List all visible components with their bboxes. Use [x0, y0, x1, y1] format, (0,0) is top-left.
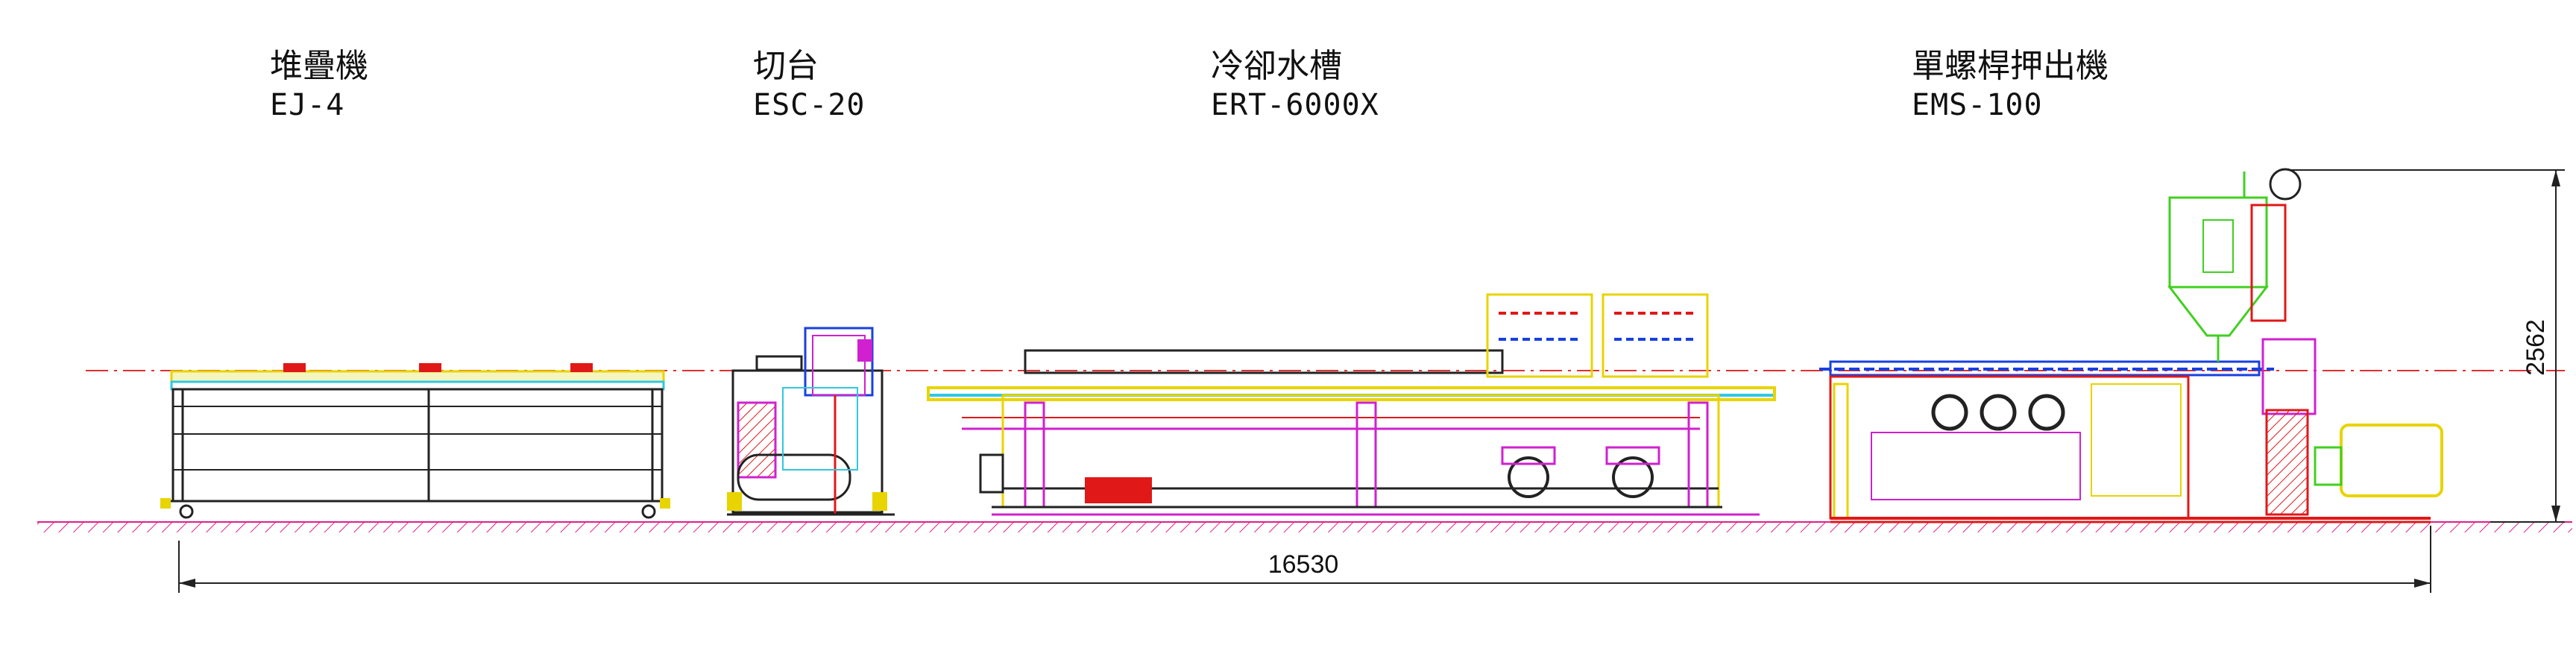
machine-model-cooling-tank: ERT-6000X	[1211, 88, 1379, 122]
machine-model-cutter: ESC-20	[753, 88, 866, 122]
machine-model-stacker: EJ-4	[270, 88, 345, 122]
machine-model-extruder: EMS-100	[1912, 88, 2043, 122]
cutter-machine	[727, 327, 895, 516]
length-dimension	[178, 526, 2431, 593]
extruder-machine	[1819, 168, 2443, 523]
machine-name-extruder: 單螺桿押出機	[1912, 47, 2109, 85]
total-length-label: 16530	[1268, 550, 1339, 579]
machine-name-cutter: 切台	[753, 47, 819, 85]
machine-name-stacker: 堆疊機	[270, 47, 368, 85]
ground-line	[37, 521, 2572, 532]
stacker-machine	[160, 363, 670, 519]
cooling-tank-machine	[927, 293, 1776, 516]
height-dimension	[2289, 169, 2565, 523]
machine-name-cooling-tank: 冷卻水槽	[1211, 47, 1342, 85]
total-height-label: 2562	[2522, 319, 2550, 376]
